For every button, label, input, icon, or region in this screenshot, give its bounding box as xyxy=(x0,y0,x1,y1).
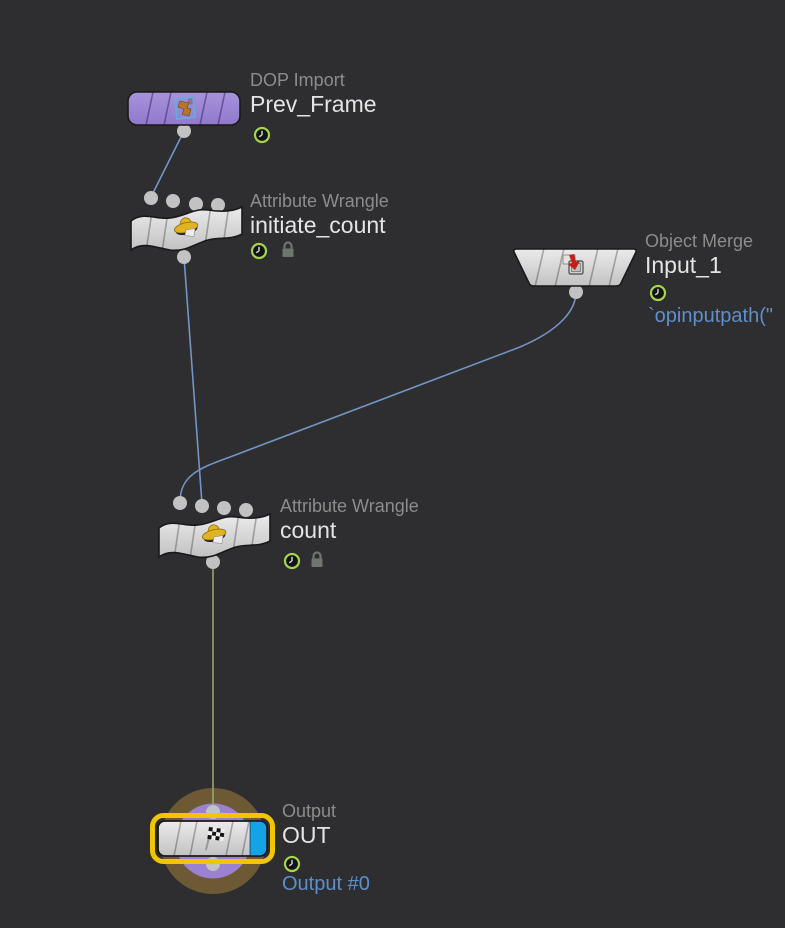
dop-import-icon xyxy=(174,96,196,120)
connectors xyxy=(144,124,583,871)
output-connector[interactable] xyxy=(177,124,191,138)
output-connector[interactable] xyxy=(206,555,220,569)
node-prev-frame[interactable] xyxy=(127,91,241,126)
node-count[interactable] xyxy=(158,512,271,559)
input-connector[interactable] xyxy=(189,197,203,211)
display-flag[interactable] xyxy=(250,821,267,856)
node-type-label: Object Merge xyxy=(645,231,754,251)
node-name-label[interactable]: initiate_count xyxy=(250,212,386,238)
node-output-flag-label: Output #0 xyxy=(282,873,370,895)
object-merge-icon xyxy=(562,254,584,275)
input-connector[interactable] xyxy=(173,496,187,510)
checkered-flag-icon xyxy=(205,827,225,851)
lock-icon xyxy=(281,241,295,259)
time-dependent-clock-icon xyxy=(250,242,268,260)
time-dependent-clock-icon xyxy=(253,126,271,144)
input-connector[interactable] xyxy=(211,198,225,212)
node-out[interactable] xyxy=(150,813,275,864)
input-connector[interactable] xyxy=(217,501,231,515)
node-type-label: Output xyxy=(282,801,337,821)
time-dependent-clock-icon xyxy=(283,552,301,570)
wire-initiatecount-to-count[interactable] xyxy=(183,256,203,505)
input-connector[interactable] xyxy=(195,499,209,513)
node-dividers xyxy=(173,821,250,856)
time-dependent-clock-icon xyxy=(283,855,301,873)
node-name-label[interactable]: Input_1 xyxy=(645,252,722,278)
node-name-label[interactable]: count xyxy=(280,517,337,543)
lock-icon xyxy=(310,551,324,569)
node-expression-label: `opinputpath(" xyxy=(648,305,773,327)
input-connector[interactable] xyxy=(239,503,253,517)
node-name-label[interactable]: OUT xyxy=(282,822,331,848)
node-type-label: DOP Import xyxy=(250,70,345,90)
node-input-1[interactable] xyxy=(512,248,638,287)
node-dividers xyxy=(145,92,226,125)
node-type-label: Attribute Wrangle xyxy=(280,496,419,516)
output-connector[interactable] xyxy=(569,285,583,299)
wire-prevframe-to-initiatecount[interactable] xyxy=(150,130,185,198)
selection-highlight xyxy=(150,813,275,864)
input-connector[interactable] xyxy=(144,191,158,205)
output-connector[interactable] xyxy=(177,250,191,264)
wire-input1-to-count[interactable] xyxy=(179,291,577,503)
node-initiate-count[interactable] xyxy=(130,205,243,252)
time-dependent-clock-icon xyxy=(649,284,667,302)
input-connector[interactable] xyxy=(166,194,180,208)
node-type-label: Attribute Wrangle xyxy=(250,191,389,211)
node-name-label[interactable]: Prev_Frame xyxy=(250,91,377,117)
